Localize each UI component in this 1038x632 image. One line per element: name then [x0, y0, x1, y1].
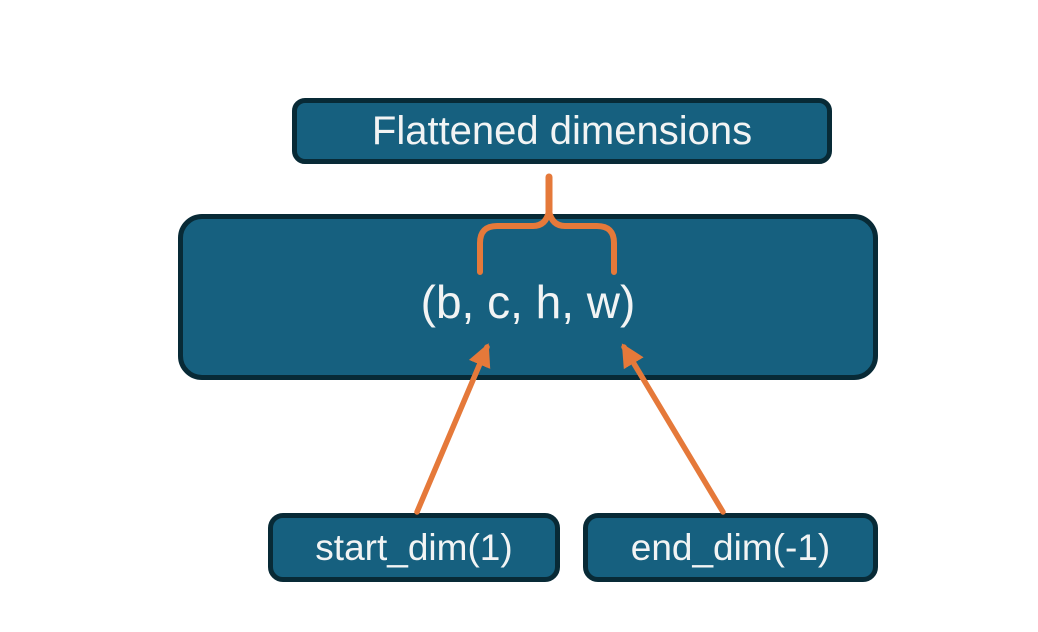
tensor-shape-label: (b, c, h, w): [420, 276, 636, 328]
start-dim-label: start_dim(1): [315, 527, 513, 568]
end-dim-box: end_dim(-1): [583, 513, 878, 582]
end-dim-label: end_dim(-1): [630, 527, 831, 568]
tensor-shape-box: (b, c, h, w): [178, 214, 878, 380]
flattened-dimensions-label: Flattened dimensions: [371, 109, 753, 153]
start-dim-box: start_dim(1): [268, 513, 560, 582]
flattened-dimensions-box: Flattened dimensions: [292, 98, 832, 164]
